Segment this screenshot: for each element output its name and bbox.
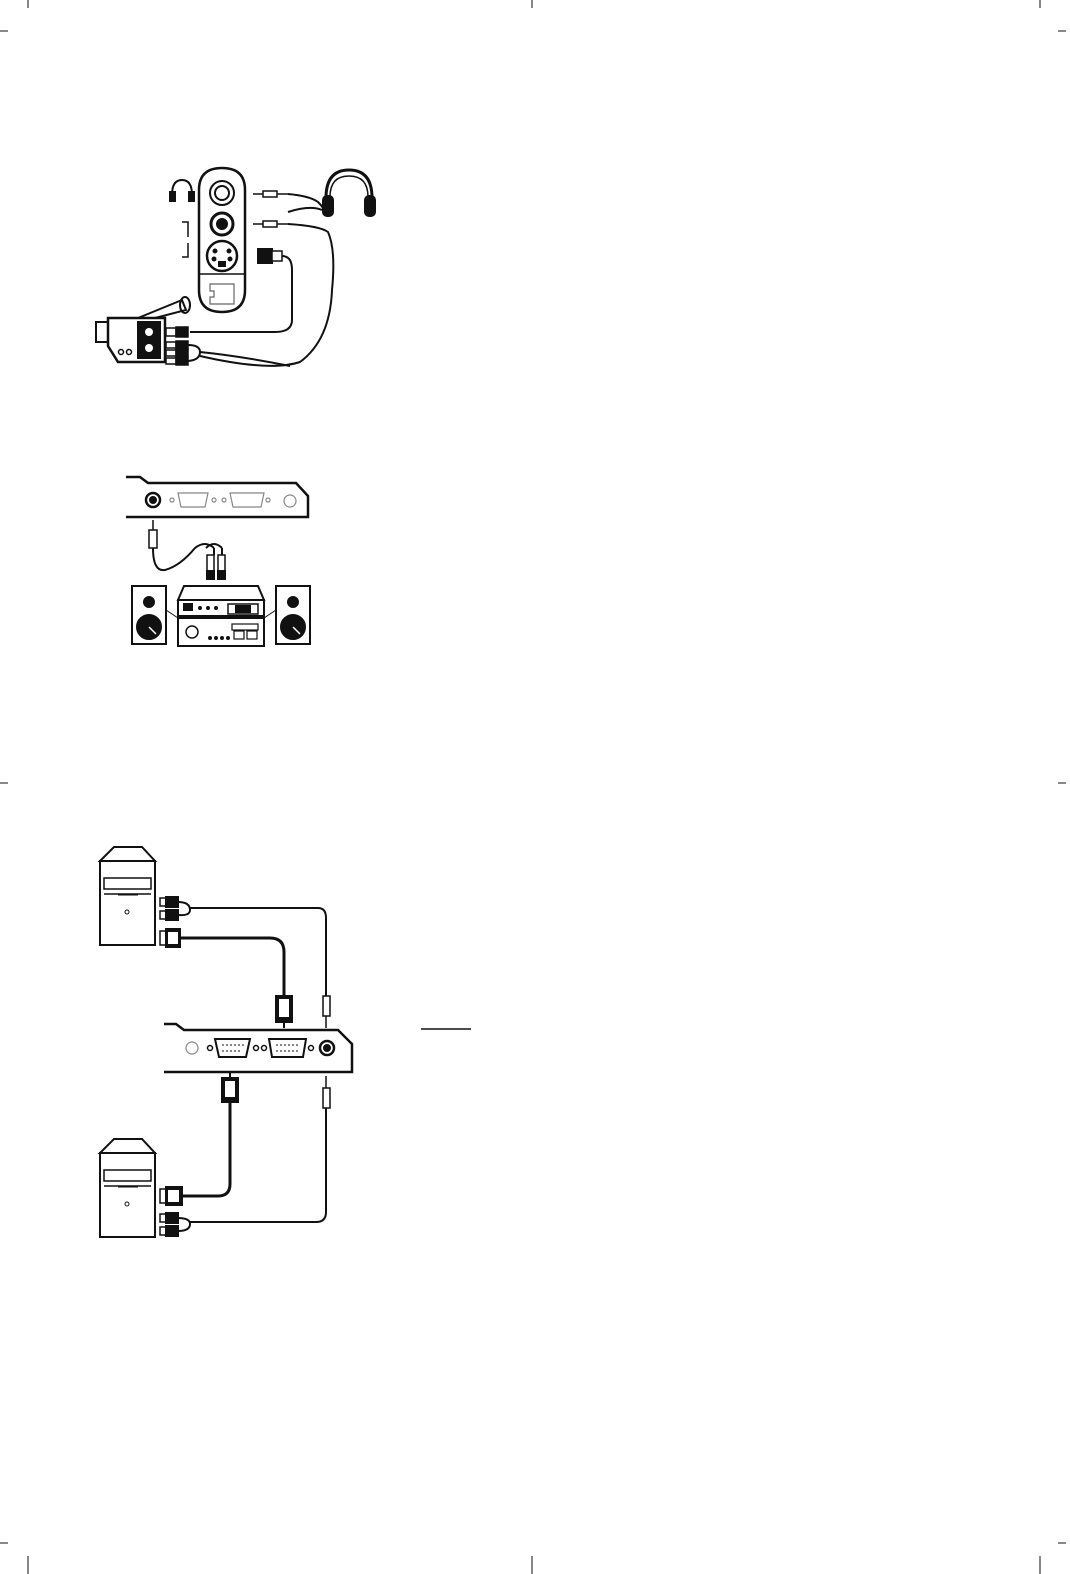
side-connections-section — [96, 168, 375, 366]
computer-tower-icon — [100, 847, 155, 945]
vga-plug-bottom — [160, 1187, 182, 1205]
hifi-connection-section — [126, 477, 310, 646]
audio-jack-plugs — [253, 191, 288, 227]
side-panel — [199, 168, 245, 312]
rca-plug-pair-top — [160, 897, 326, 996]
audio-jack-plug-out — [190, 1076, 330, 1222]
audio-in-socket — [284, 495, 296, 507]
pc-connection-section — [100, 847, 471, 1237]
headphone-icon — [170, 180, 194, 201]
vga-plug-panel — [276, 996, 292, 1028]
audio-in-socket-light — [186, 1042, 198, 1054]
audio-jack-icon — [149, 520, 225, 579]
speaker-icon-right — [264, 586, 310, 644]
card-slot — [210, 284, 234, 304]
audio-jack-plug-panel — [323, 996, 330, 1028]
vga-connector-icon — [208, 1039, 259, 1057]
bracket-marks — [182, 222, 188, 257]
svideo-plug-icon — [190, 249, 292, 332]
rca-plug-pair-bottom — [160, 1213, 190, 1236]
vga-plug-top — [160, 929, 284, 996]
computer-tower-icon-bottom — [100, 1139, 155, 1237]
rear-panel-top — [126, 477, 308, 517]
hifi-system-icon — [178, 586, 264, 646]
headphones-icon — [323, 170, 375, 216]
headphone-socket — [210, 181, 234, 205]
vga-connector-icon — [170, 493, 216, 507]
dvi-connector-icon — [262, 1039, 314, 1057]
rear-panel-bottom — [164, 1024, 352, 1072]
dvi-connector-icon — [222, 493, 270, 507]
speaker-icon — [132, 586, 178, 644]
vga-plug-out — [182, 1072, 238, 1196]
